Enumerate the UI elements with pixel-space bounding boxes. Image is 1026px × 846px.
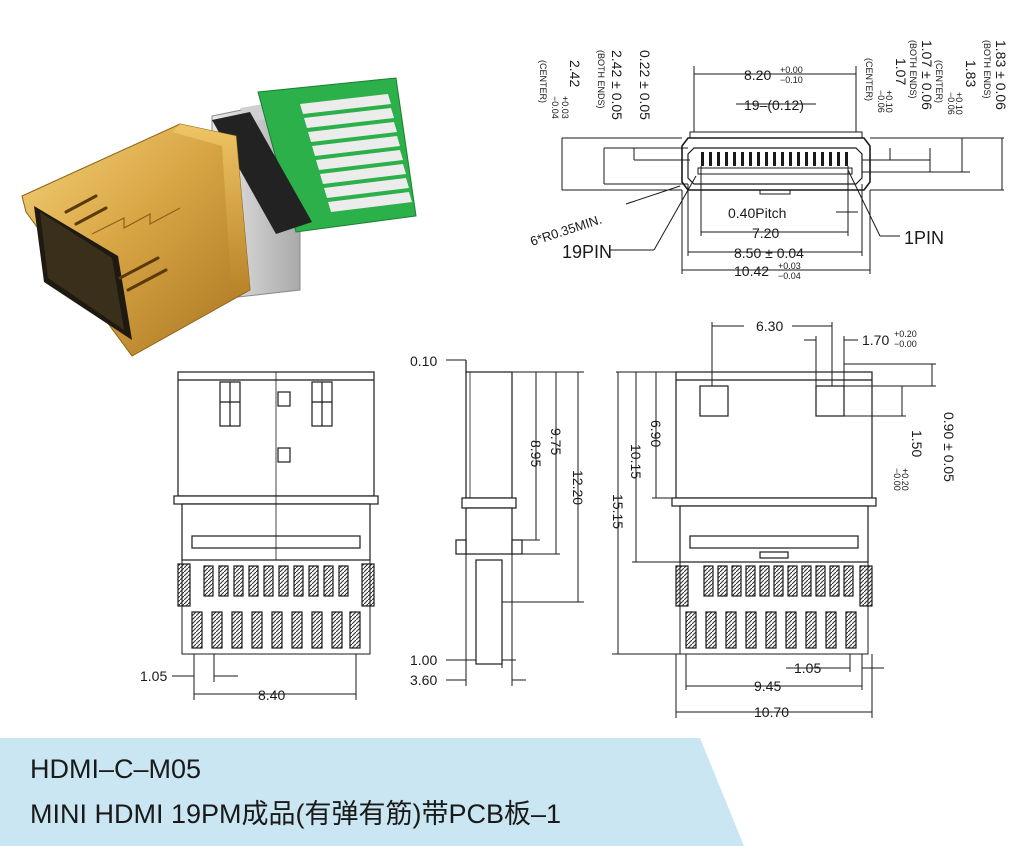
dim-front-1042-tol-dn: −0.04 <box>778 271 801 281</box>
dim-side-360: 3.60 <box>410 672 437 688</box>
dim-front-107-both: 1.07 ± 0.06 <box>919 40 935 110</box>
dim-rear-170-tol-dn: −0.00 <box>894 339 917 349</box>
dim-front-107-center-note: (CENTER) <box>864 58 874 101</box>
pcb-pads <box>300 94 412 212</box>
dim-top-105: 1.05 <box>140 668 167 684</box>
dim-front-107-both-note: (BOTH ENDS) <box>908 40 918 99</box>
pcb-traces-rear <box>685 565 857 649</box>
dim-front-820: 8.20 <box>744 67 771 83</box>
rear-view <box>612 322 936 718</box>
dim-front-107-tol-up: +0.10 <box>884 90 894 113</box>
dim-front-183-center-note: (CENTER) <box>934 60 944 103</box>
dim-front-pins: 19–(0.12) <box>744 97 804 113</box>
dim-front-850: 8.50 ± 0.04 <box>734 245 804 261</box>
dim-side-010: 0.10 <box>410 353 437 369</box>
side-view <box>446 359 584 686</box>
dim-side-895: 8.95 <box>528 440 544 467</box>
contact-row <box>701 152 848 166</box>
dim-front-820-tol-dn: −0.10 <box>780 75 803 85</box>
dim-rear-1015: 10.15 <box>628 444 644 479</box>
dim-front-183-tol-up: +0.10 <box>954 92 964 115</box>
dim-front-183-tol-dn: −0.06 <box>946 92 956 115</box>
dim-rear-630: 6.30 <box>756 318 783 334</box>
front-view <box>561 66 1004 274</box>
dim-rear-1070: 10.70 <box>754 704 789 720</box>
dim-rear-170: 1.70 <box>862 332 889 348</box>
dim-front-107-center: 1.07 <box>893 58 909 85</box>
dim-front-183-both-note: (BOTH ENDS) <box>982 40 992 99</box>
connector-photo <box>21 77 417 357</box>
product-model: HDMI–C–M05 <box>30 754 202 784</box>
dimension-labels: 8.20 +0.00 −0.10 19–(0.12) 0.22 ± 0.05 2… <box>140 40 1009 720</box>
dim-rear-690: 6.90 <box>648 420 664 447</box>
pcb-traces-top <box>191 565 361 649</box>
dim-front-242-center-note: (CENTER) <box>538 60 548 103</box>
technical-drawing: 8.20 +0.00 −0.10 19–(0.12) 0.22 ± 0.05 2… <box>21 40 1009 720</box>
dim-rear-150-tol-up: +0.20 <box>900 468 910 491</box>
dim-top-840: 8.40 <box>258 687 285 703</box>
dim-front-183-center: 1.83 <box>963 60 979 87</box>
caption-band-shape <box>0 738 744 846</box>
dim-side-100: 1.00 <box>410 652 437 668</box>
dim-rear-150: 1.50 <box>909 430 925 457</box>
dim-front-022: 0.22 ± 0.05 <box>637 50 653 120</box>
dim-side-975: 9.75 <box>548 428 564 455</box>
dim-front-820-tol-up: +0.00 <box>780 65 803 75</box>
dim-rear-105: 1.05 <box>794 660 821 676</box>
dim-front-242-both: 2.42 ± 0.05 <box>609 50 625 120</box>
dim-front-242-both-note: (BOTH ENDS) <box>596 50 606 109</box>
top-view <box>172 371 379 700</box>
dim-rear-945: 9.45 <box>754 678 781 694</box>
dim-rear-1515: 15.15 <box>610 494 626 529</box>
dim-front-pitch: 0.40Pitch <box>728 205 786 221</box>
dim-front-242-center: 2.42 <box>567 60 583 87</box>
label-1pin: 1PIN <box>904 228 944 248</box>
dim-front-107-tol-dn: −0.06 <box>876 90 886 113</box>
dim-front-242-tol-up: +0.03 <box>560 96 570 119</box>
dim-front-720: 7.20 <box>752 225 779 241</box>
dim-rear-170-tol-up: +0.20 <box>894 329 917 339</box>
dim-front-183-both: 1.83 ± 0.06 <box>993 40 1009 110</box>
dim-front-1042: 10.42 <box>734 263 769 279</box>
caption-band: HDMI–C–M05 MINI HDMI 19PM成品(有弹有筋)带PCB板–1 <box>0 738 1026 846</box>
dim-front-1042-tol-up: +0.03 <box>778 261 801 271</box>
label-19pin: 19PIN <box>562 242 612 262</box>
dim-side-1220: 12.20 <box>570 470 586 505</box>
dim-rear-150-tol-dn: −0.00 <box>892 468 902 491</box>
product-description: MINI HDMI 19PM成品(有弹有筋)带PCB板–1 <box>30 799 562 829</box>
dim-rear-090: 0.90 ± 0.05 <box>941 412 957 482</box>
dim-front-242-tol-dn: −0.04 <box>550 96 560 119</box>
